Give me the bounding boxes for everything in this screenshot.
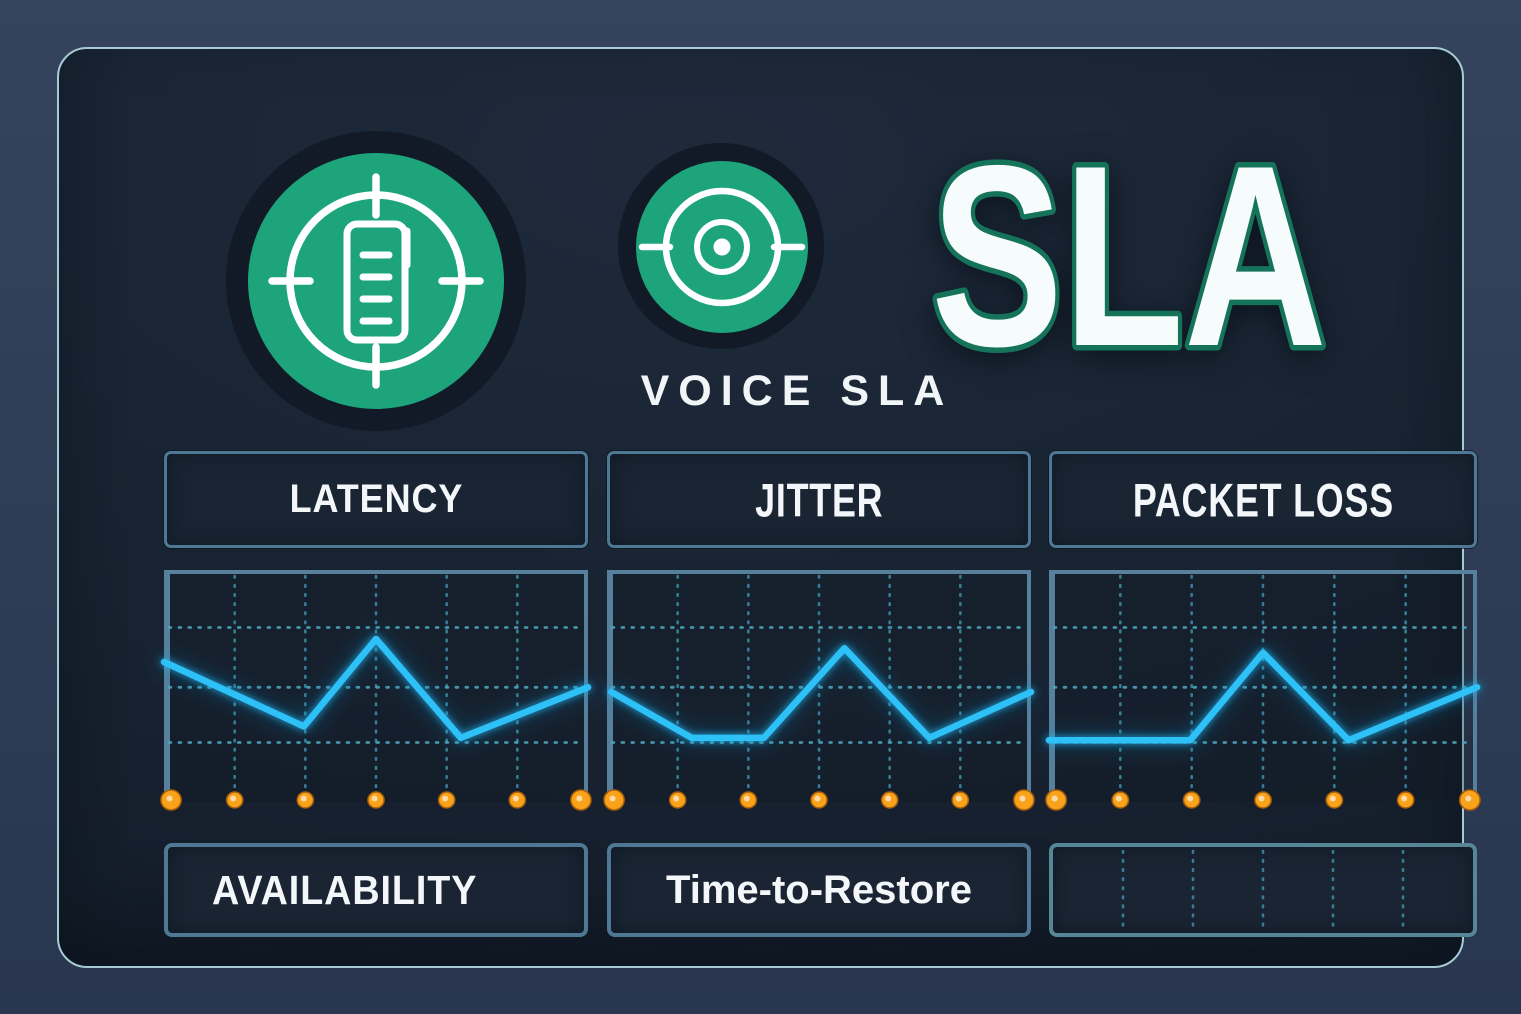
dotted-grid-svg — [1121, 849, 1405, 931]
metric-box-latency: LATENCY — [164, 451, 588, 548]
sla-wordmark: SLA — [926, 117, 1333, 369]
line-chart-svg — [159, 574, 593, 811]
metric-label: JITTER — [754, 472, 884, 527]
sla-wordmark-text: SLA — [931, 117, 1327, 369]
packet-loss-chart-panel — [1044, 570, 1482, 811]
line-chart-svg — [602, 574, 1036, 811]
time-to-restore-label: Time-to-Restore — [666, 867, 972, 912]
metric-label: PACKET LOSS — [1132, 472, 1394, 527]
availability-box: AVAILABILITY — [164, 843, 588, 937]
line-chart-svg — [1044, 574, 1482, 811]
jitter-chart-panel — [602, 570, 1036, 811]
gauge-checklist-icon — [248, 153, 504, 409]
latency-chart-panel — [159, 570, 593, 811]
metric-label: LATENCY — [289, 477, 463, 521]
target-lens-icon — [636, 161, 808, 333]
metric-box-jitter: JITTER — [607, 451, 1031, 548]
metric-box-packet-loss: PACKET LOSS — [1049, 451, 1477, 548]
sla-dashboard-card: SLA VOICE SLA LATENCY JITTER PACKET LOSS… — [57, 47, 1482, 968]
time-to-restore-box: Time-to-Restore — [607, 843, 1031, 937]
voice-sla-title: VOICE SLA — [640, 367, 954, 415]
availability-label: AVAILABILITY — [212, 866, 478, 913]
empty-grid-box — [1049, 843, 1477, 937]
